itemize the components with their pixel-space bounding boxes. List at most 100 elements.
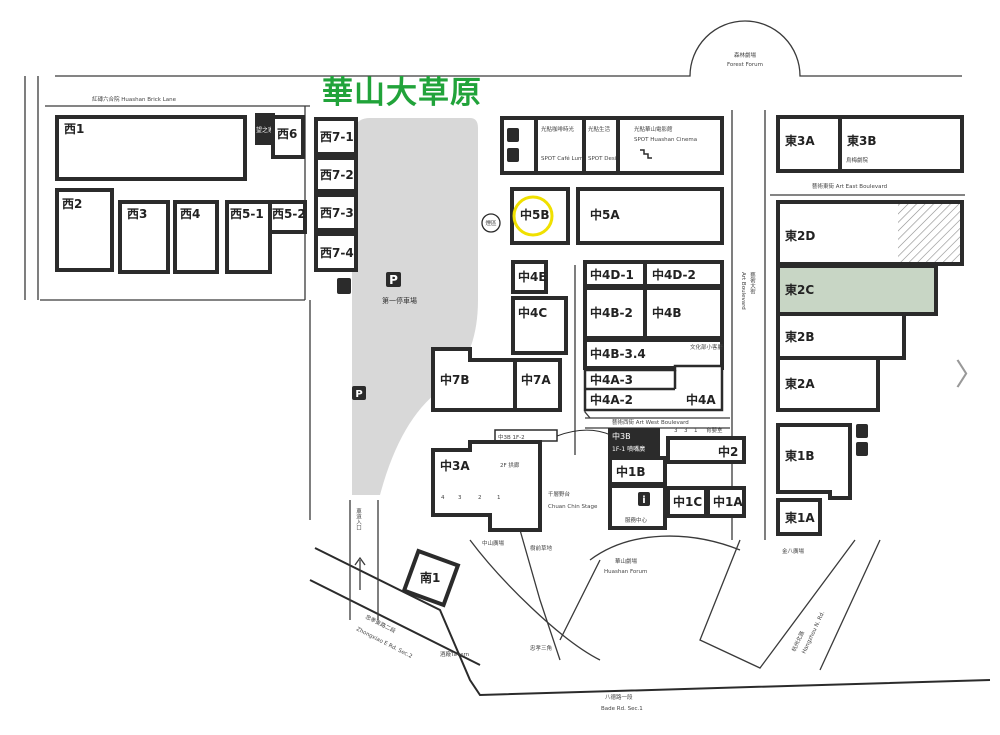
east-restroom-icon bbox=[856, 442, 868, 456]
building-east-2a: 東2A bbox=[785, 376, 815, 391]
spot-design-en: SPOT Design bbox=[588, 156, 624, 162]
info-icon-glyph: i bbox=[642, 495, 645, 506]
culture-room-label: 文化部小客廳 bbox=[690, 343, 724, 351]
building-center-5a: 中5A bbox=[590, 207, 620, 222]
brick-lane-label: 紅磚六合院 Huashan Brick Lane bbox=[92, 95, 177, 103]
center-south-buildings: 中3B 1F-2 中3B 1F-1 噴嘴廣 中3A 2F 拱廊 4 3 2 1 … bbox=[401, 426, 746, 658]
svg-text:P: P bbox=[355, 389, 362, 400]
parking-icon: P bbox=[386, 272, 401, 287]
zhongxiao-en: Zhongxiao E Rd. Sec.2 bbox=[355, 626, 413, 660]
building-west-5-1: 西5-1 bbox=[230, 207, 264, 221]
forest-forum-zh-label: 森林劇場 bbox=[734, 51, 757, 59]
art-blvd-en: Art Boulevard bbox=[740, 272, 746, 310]
building-center-7b: 中7B bbox=[440, 372, 470, 387]
chuanchin-en: Chuan Chin Stage bbox=[548, 504, 598, 510]
building-east-2d: 東2D bbox=[785, 228, 815, 243]
building-west-6: 西6 bbox=[277, 127, 297, 141]
center-2-unit-a: 3 bbox=[674, 428, 678, 434]
spot-cafe-zh: 光點咖啡時光 bbox=[541, 125, 575, 133]
building-center-4d-1: 中4D-1 bbox=[590, 267, 634, 282]
building-center-3b-box bbox=[608, 428, 660, 456]
smoking-area-icon bbox=[481, 213, 501, 233]
building-center-4a: 中4A bbox=[686, 392, 716, 407]
building-west-6-side: 望之家 bbox=[256, 126, 274, 134]
zhongshan-plaza-label: 中山廣場 bbox=[482, 539, 505, 547]
info-icon bbox=[638, 492, 650, 506]
bade-en: Bade Rd. Sec.1 bbox=[601, 706, 643, 712]
building-west-7-2: 西7-2 bbox=[320, 168, 354, 182]
next-arrow-button[interactable]: 〉 bbox=[955, 358, 985, 393]
map-title: 華山大草原 bbox=[322, 75, 482, 111]
nursing-room-label: 育嬰室 bbox=[706, 426, 723, 434]
west-buildings: 西1 望之家 西6 西2 西3 西4 西5-1 西5-2 西7-1 西7-2 西… bbox=[55, 113, 358, 294]
triangle-label: 忠孝三角 bbox=[530, 644, 552, 652]
restroom-icon-north bbox=[507, 148, 519, 162]
building-east-3b-sub: 烏梅劇院 bbox=[846, 156, 869, 164]
building-center-1b: 中1B bbox=[616, 464, 646, 479]
art-west-blvd-label: 藝術西街 Art West Boulevard bbox=[612, 418, 689, 426]
entrance-label: 車道入口 bbox=[355, 507, 362, 531]
tavern-label: 酒廠Tavern bbox=[440, 650, 470, 658]
accessible-icon bbox=[507, 128, 519, 142]
service-center-label: 服務中心 bbox=[625, 516, 648, 524]
building-west-7-1: 西7-1 bbox=[320, 130, 354, 144]
spot-cinema-en: SPOT Huashan Cinema bbox=[634, 137, 697, 143]
building-west-5-2: 西5-2 bbox=[272, 207, 306, 221]
building-center-7a: 中7A bbox=[521, 372, 551, 387]
east-buildings: 東3A 東3B 烏梅劇院 藝術東街 Art East Boulevard 東2D… bbox=[776, 115, 964, 555]
center-3a-unit-1: 1 bbox=[497, 495, 501, 501]
center-3a-unit-3: 3 bbox=[458, 495, 462, 501]
building-center-4e: 中4E bbox=[518, 269, 547, 284]
building-west-2: 西2 bbox=[62, 197, 82, 211]
building-center-4b-3-4: 中4B-3.4 bbox=[590, 346, 646, 361]
smoking-area-label: 煙區 bbox=[485, 219, 497, 227]
building-center-3b-1f-2: 中3B 1F-2 bbox=[498, 433, 525, 441]
spot-cafe-en: SPOT Café Lumière bbox=[541, 155, 594, 162]
building-south-1: 南1 bbox=[420, 570, 440, 585]
center-2-unit-b: 3 bbox=[684, 428, 688, 434]
jinba-plaza-label: 金八廣場 bbox=[782, 547, 805, 555]
building-center-3b: 中3B bbox=[612, 431, 631, 441]
building-center-1a: 中1A bbox=[713, 494, 743, 509]
parking-lot-label: 第一停車場 bbox=[382, 296, 417, 305]
center-2-unit-c: 1 bbox=[694, 428, 698, 434]
art-blvd-zh: 藝術大街 bbox=[749, 271, 756, 296]
svg-text:P: P bbox=[389, 273, 398, 287]
stairs-icon bbox=[640, 149, 652, 159]
center-north-buildings: 光點咖啡時光 SPOT Café Lumière 光點生活 SPOT Desig… bbox=[481, 116, 756, 310]
building-east-3a: 東3A bbox=[785, 133, 815, 148]
tree-lawn-label: 樹前草地 bbox=[530, 544, 553, 552]
center-middle-buildings: 中4E 中4C 中4D-1 中4D-2 中4B-2 中4B 中4B-3.4 文化… bbox=[431, 260, 724, 426]
art-east-blvd-label: 藝術東街 Art East Boulevard bbox=[812, 182, 887, 190]
building-east-1b: 東1B bbox=[785, 448, 815, 463]
building-west-7-3: 西7-3 bbox=[320, 206, 354, 220]
building-center-3a: 中3A bbox=[440, 458, 470, 473]
building-west-7-4: 西7-4 bbox=[320, 246, 354, 260]
building-center-5b: 中5B bbox=[520, 207, 550, 222]
building-east-2b: 東2B bbox=[785, 329, 815, 344]
building-center-4a-2: 中4A-2 bbox=[590, 392, 633, 407]
chuanchin-zh: 千層野台 bbox=[548, 490, 571, 498]
building-center-2: 中2 bbox=[718, 444, 738, 459]
building-center-4d-2: 中4D-2 bbox=[652, 267, 696, 282]
center-3a-unit-2: 2 bbox=[478, 495, 482, 501]
building-east-3b: 東3B bbox=[847, 133, 877, 148]
building-west-4: 西4 bbox=[180, 207, 200, 221]
center-3a-2f-label: 2F 拱廊 bbox=[500, 461, 520, 469]
forest-forum-en-label: Forest Forum bbox=[727, 62, 763, 68]
center-3a-unit-4: 4 bbox=[441, 495, 445, 501]
building-center-3b-sub: 1F-1 噴嘴廣 bbox=[612, 445, 645, 453]
building-center-1c: 中1C bbox=[673, 494, 702, 509]
huashan-forum-en: Huashan Forum bbox=[604, 569, 647, 575]
spot-cinema-zh: 光點華山電影館 bbox=[634, 125, 673, 133]
hatched-area bbox=[898, 204, 960, 262]
parking-accessible-icon: P bbox=[352, 386, 366, 400]
building-east-1a: 東1A bbox=[785, 510, 815, 525]
building-west-3: 西3 bbox=[127, 207, 147, 221]
spot-design-zh: 光點生活 bbox=[588, 125, 611, 133]
highlight-circle bbox=[512, 195, 554, 237]
street-labels: 忠孝東路二段 Zhongxiao E Rd. Sec.2 八德路一段 Bade … bbox=[355, 610, 826, 712]
huashan-forum-zh: 華山劇場 bbox=[615, 557, 638, 565]
building-east-2c: 東2C bbox=[785, 282, 814, 297]
